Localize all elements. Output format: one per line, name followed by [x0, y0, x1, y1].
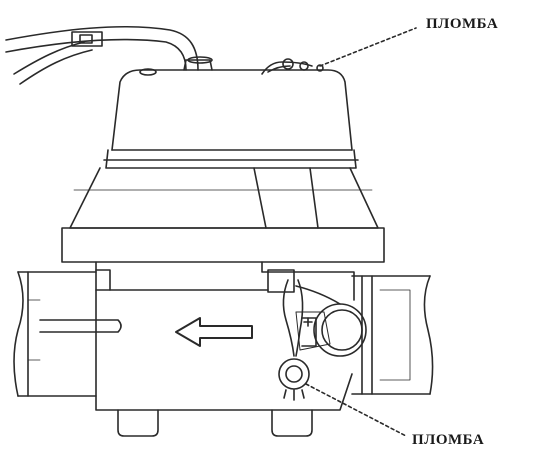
flow-arrow-icon: [175, 317, 253, 347]
side-seal-cap: [295, 303, 367, 357]
body-upper: [61, 167, 385, 263]
bottom-seal-wire: [278, 279, 407, 437]
collar: [103, 149, 359, 169]
top-seal-wire: [261, 27, 417, 75]
feet: [117, 409, 313, 437]
seal-label-top: ПЛОМБА: [426, 16, 499, 32]
left-pipe: [13, 271, 122, 397]
right-pipe: [351, 275, 434, 395]
cable-pipe: [5, 25, 199, 85]
body-lower: [95, 261, 355, 411]
seal-label-bottom: ПЛОМБА: [412, 432, 485, 448]
register-cover: [111, 56, 353, 151]
